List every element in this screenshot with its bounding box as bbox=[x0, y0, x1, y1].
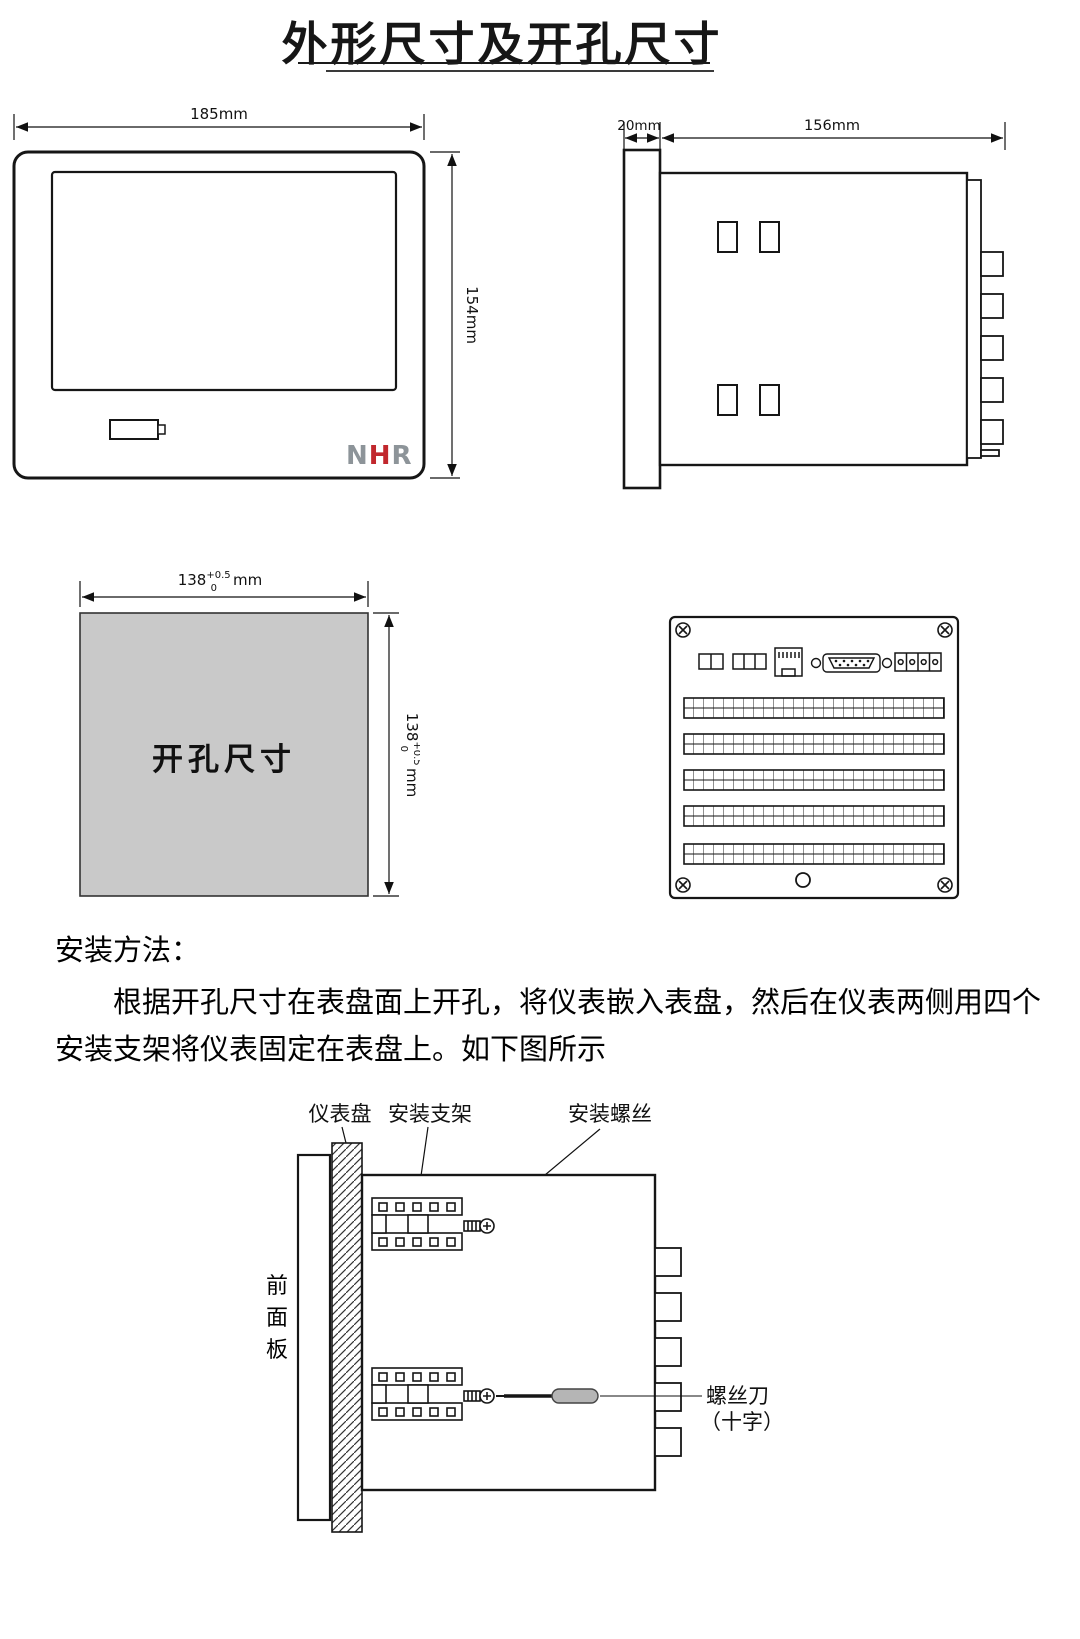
front-height-dimension: 154mm bbox=[430, 151, 478, 479]
brand-logo: NHR bbox=[346, 441, 413, 471]
meter-body bbox=[360, 1173, 657, 1492]
installation-paragraph: 根据开孔尺寸在表盘面上开孔，将仪表嵌入表盘，然后在仪表两侧用四个安装支架将仪表固… bbox=[55, 987, 1042, 1066]
installation-heading: 安装方法： bbox=[55, 935, 201, 967]
cutout-height-dim-label: 138+0.50mm bbox=[398, 713, 420, 798]
side-dimensions: 20mm 156mm bbox=[617, 118, 1006, 150]
front-width-dim-label: 185mm bbox=[190, 105, 248, 123]
installation-section: 安装方法： 根据开孔尺寸在表盘面上开孔，将仪表嵌入表盘，然后在仪表两侧用四个安装… bbox=[55, 928, 1055, 1073]
rear-ground-hole bbox=[795, 872, 811, 888]
front-panel-strip bbox=[296, 1153, 332, 1522]
page-title: 外形尺寸及开孔尺寸 bbox=[281, 18, 723, 70]
mounting-screw-bottom bbox=[463, 1388, 495, 1404]
label-screwdriver: 螺丝刀 bbox=[706, 1384, 769, 1408]
side-rear-cover bbox=[966, 179, 982, 459]
mounting-bracket-top bbox=[371, 1197, 495, 1251]
logo-letter-h: H bbox=[369, 441, 392, 471]
front-view-drawing: 185mm NHR 154mm bbox=[12, 105, 478, 480]
meter-terminal-teeth bbox=[654, 1247, 682, 1457]
front-card-slot bbox=[109, 419, 166, 440]
side-bezel-dim-label: 20mm bbox=[617, 118, 660, 134]
screwdriver-icon bbox=[496, 1388, 702, 1404]
label-front-panel: 前面板 bbox=[266, 1273, 289, 1362]
title-underline-shadow bbox=[326, 70, 714, 72]
logo-letter-n: N bbox=[346, 441, 369, 471]
front-height-dim-label: 154mm bbox=[463, 286, 478, 344]
side-mounting-slots bbox=[717, 221, 780, 416]
side-view-drawing: 20mm 156mm bbox=[617, 118, 1006, 490]
jumper-block-2pin bbox=[698, 653, 724, 670]
label-mounting-screw: 安装螺丝 bbox=[568, 1102, 652, 1126]
power-terminal-icon bbox=[894, 652, 942, 672]
instrument-panel-strip bbox=[331, 1142, 363, 1533]
rear-view-drawing bbox=[668, 615, 960, 900]
label-mounting-bracket: 安装支架 bbox=[388, 1102, 472, 1126]
side-body-dim-label: 156mm bbox=[804, 118, 860, 134]
label-screwdriver-type: （十字） bbox=[700, 1410, 784, 1434]
rear-corner-screws bbox=[675, 622, 953, 893]
mounting-screw-top bbox=[463, 1218, 495, 1234]
rj45-port-icon bbox=[774, 647, 803, 677]
rear-terminal-strips bbox=[683, 697, 945, 865]
installation-diagram: 仪表盘 安装支架 安装螺丝 bbox=[296, 1102, 784, 1533]
label-instrument-panel: 仪表盘 bbox=[309, 1102, 372, 1126]
front-width-dimension: 185mm bbox=[13, 105, 425, 140]
cutout-area bbox=[79, 612, 369, 897]
rear-connector-row bbox=[698, 647, 942, 677]
side-bezel bbox=[622, 148, 662, 490]
side-terminal-teeth bbox=[980, 251, 1004, 457]
rear-panel bbox=[668, 615, 960, 900]
mounting-bracket-bottom bbox=[371, 1367, 495, 1421]
logo-letter-r: R bbox=[392, 441, 413, 471]
cutout-height-dimension: 138+0.50mm bbox=[373, 612, 420, 897]
db9-serial-port-icon bbox=[810, 653, 893, 673]
side-body bbox=[658, 171, 969, 467]
front-screen bbox=[50, 170, 398, 392]
cutout-label: 开孔尺寸 bbox=[152, 742, 296, 777]
jumper-block-3pin bbox=[732, 653, 767, 670]
title-underline bbox=[298, 62, 710, 64]
